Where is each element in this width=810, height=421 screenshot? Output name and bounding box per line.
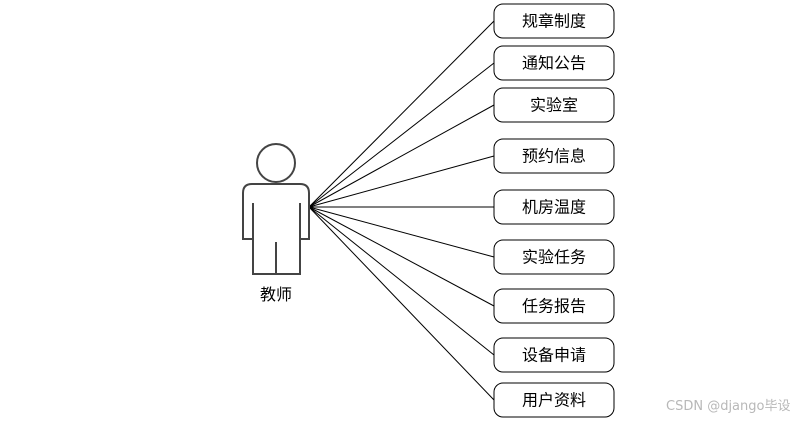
association-line: [308, 62, 495, 208]
use-case: 任务报告: [493, 288, 615, 324]
actor-label: 教师: [260, 285, 292, 304]
association-line: [308, 206, 495, 307]
use-case-label: 实验任务: [522, 248, 586, 267]
use-case-box: [493, 288, 615, 324]
use-case-label: 通知公告: [522, 54, 586, 73]
use-case: 通知公告: [493, 45, 615, 81]
watermark: CSDN @django毕设: [666, 399, 791, 414]
actor-body: [242, 183, 310, 275]
association-lines: [308, 20, 495, 401]
use-case-label: 机房温度: [522, 198, 586, 217]
use-case-label: 预约信息: [522, 147, 586, 166]
use-case: 实验任务: [493, 239, 615, 275]
use-case-box: [493, 239, 615, 275]
association-line: [308, 206, 495, 258]
use-case: 规章制度: [493, 3, 615, 39]
use-case-label: 用户资料: [522, 391, 586, 410]
use-case: 预约信息: [493, 138, 615, 174]
use-case-box: [493, 337, 615, 373]
association-line: [308, 155, 495, 208]
use-case-box: [493, 3, 615, 39]
actor-head: [256, 143, 296, 183]
use-case: 实验室: [493, 87, 615, 123]
association-line: [308, 206, 495, 356]
use-case: 设备申请: [493, 337, 615, 373]
association-line: [308, 206, 495, 401]
use-case: 机房温度: [493, 189, 615, 225]
association-line: [308, 20, 495, 208]
use-case-label: 规章制度: [522, 12, 586, 31]
use-case-label: 设备申请: [522, 346, 586, 365]
association-line: [308, 104, 495, 208]
use-case-label: 任务报告: [522, 297, 586, 316]
use-case-box: [493, 382, 615, 418]
use-case-box: [493, 189, 615, 225]
use-case-box: [493, 138, 615, 174]
use-case: 用户资料: [493, 382, 615, 418]
actor-figure: 教师: [242, 143, 310, 304]
use-case-label: 实验室: [530, 96, 578, 115]
use-case-box: [493, 45, 615, 81]
use-case-box: [493, 87, 615, 123]
